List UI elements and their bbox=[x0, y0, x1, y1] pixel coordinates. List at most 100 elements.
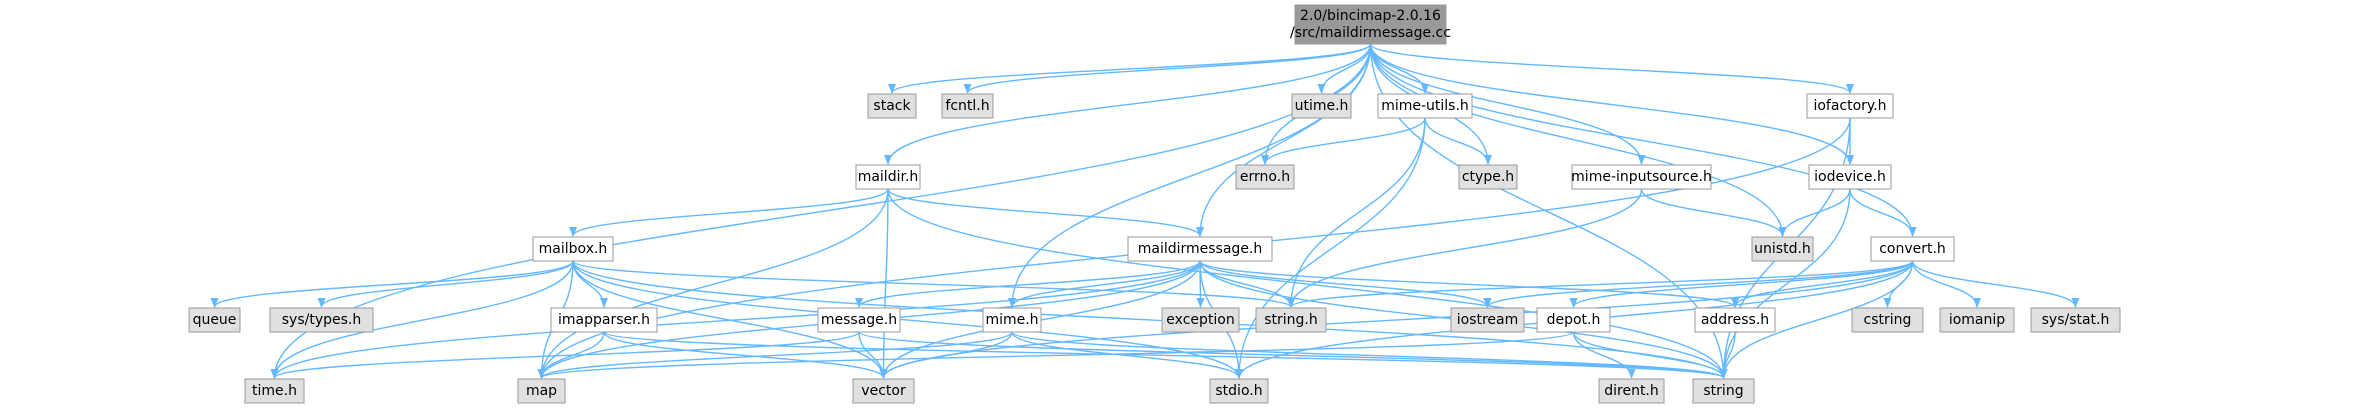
node-imapparser-box[interactable] bbox=[550, 307, 658, 333]
node-mime[interactable]: mime.h bbox=[982, 307, 1042, 333]
node-message-box[interactable] bbox=[817, 307, 901, 333]
node-map-box bbox=[517, 378, 566, 404]
edge-mailbox-to-systypes bbox=[317, 260, 574, 308]
node-iomanip-label-0: iomanip bbox=[1949, 312, 2005, 328]
node-errno-box bbox=[1235, 164, 1295, 190]
node-root[interactable]: 2.0/bincimap-2.0.16/src/maildirmessage.c… bbox=[1290, 4, 1451, 45]
node-iostream: iostream bbox=[1450, 307, 1525, 333]
node-maildir[interactable]: maildir.h bbox=[855, 164, 921, 190]
node-mailbox-box[interactable] bbox=[532, 236, 614, 262]
node-iostream-label-0: iostream bbox=[1457, 312, 1519, 328]
node-imapparser-label-0: imapparser.h bbox=[558, 312, 650, 328]
node-mimeinputsource[interactable]: mime-inputsource.h bbox=[1571, 164, 1712, 190]
node-stack-label-0: stack bbox=[873, 98, 911, 114]
edge-mime-to-stdio bbox=[1011, 331, 1243, 379]
node-timeh-box bbox=[244, 378, 305, 404]
node-maildirmessage[interactable]: maildirmessage.h bbox=[1127, 236, 1273, 262]
edge-mimeinputsource-to-unistd bbox=[1640, 188, 1787, 237]
edge-root-to-iofactory bbox=[1369, 43, 1854, 94]
node-convert-box[interactable] bbox=[1870, 236, 1955, 262]
edge-maildirmessage-to-address bbox=[1199, 260, 1739, 308]
node-convert[interactable]: convert.h bbox=[1870, 236, 1955, 262]
node-utime-label-0: utime.h bbox=[1295, 98, 1349, 114]
node-queue-label-0: queue bbox=[193, 312, 237, 328]
node-maildir-box[interactable] bbox=[855, 164, 921, 190]
node-root-label-1: /src/maildirmessage.cc bbox=[1290, 25, 1451, 41]
edge-address-to-string bbox=[1719, 331, 1736, 379]
nodes-layer: 2.0/bincimap-2.0.16/src/maildirmessage.c… bbox=[188, 4, 2121, 404]
node-errno: errno.h bbox=[1235, 164, 1295, 190]
edge-mime-to-map bbox=[537, 331, 1013, 379]
node-message-label-0: message.h bbox=[821, 312, 897, 328]
edge-mimeutils-to-stringh bbox=[1287, 117, 1426, 308]
node-root-box[interactable] bbox=[1294, 4, 1447, 45]
node-systypes: sys/types.h bbox=[269, 307, 374, 333]
edge-root-to-unistd bbox=[1369, 43, 1787, 237]
node-message[interactable]: message.h bbox=[817, 307, 901, 333]
node-vector-box bbox=[852, 378, 915, 404]
node-iodevice[interactable]: iodevice.h bbox=[1808, 164, 1892, 190]
node-mimeutils[interactable]: mime-utils.h bbox=[1377, 93, 1473, 119]
node-iofactory-label-0: iofactory.h bbox=[1813, 98, 1886, 114]
edge-root-to-mimeinputsource bbox=[1369, 43, 1646, 165]
node-vector: vector bbox=[852, 378, 915, 404]
node-mimeutils-box[interactable] bbox=[1377, 93, 1473, 119]
node-mailbox[interactable]: mailbox.h bbox=[532, 236, 614, 262]
edge-maildirmessage-to-message bbox=[855, 260, 1201, 308]
edge-iodevice-to-convert bbox=[1849, 188, 1917, 237]
edge-iodevice-to-unistd bbox=[1778, 188, 1851, 237]
node-timeh-label-0: time.h bbox=[252, 383, 297, 399]
node-depot-box[interactable] bbox=[1536, 307, 1611, 333]
node-imapparser[interactable]: imapparser.h bbox=[550, 307, 658, 333]
node-vector-label-0: vector bbox=[861, 383, 906, 399]
node-iofactory-box[interactable] bbox=[1806, 93, 1894, 119]
node-address-box[interactable] bbox=[1694, 307, 1776, 333]
node-maildirmessage-box[interactable] bbox=[1127, 236, 1273, 262]
node-maildir-label-0: maildir.h bbox=[858, 169, 919, 185]
edge-imapparser-to-string bbox=[603, 331, 1728, 379]
node-string: string bbox=[1692, 378, 1755, 404]
edge-maildir-to-string bbox=[887, 188, 1728, 379]
node-stack: stack bbox=[867, 93, 917, 119]
edge-root-to-maildir bbox=[884, 43, 1372, 165]
node-maildirmessage-label-0: maildirmessage.h bbox=[1138, 241, 1263, 257]
node-address[interactable]: address.h bbox=[1694, 307, 1776, 333]
node-stringh-label-0: string.h bbox=[1264, 312, 1318, 328]
node-fcntl-label-0: fcntl.h bbox=[945, 98, 989, 114]
edge-mimeutils-to-ctype bbox=[1424, 117, 1492, 165]
node-mime-box[interactable] bbox=[982, 307, 1042, 333]
node-dirent: dirent.h bbox=[1598, 378, 1665, 404]
node-cstring-label-0: cstring bbox=[1864, 312, 1912, 328]
node-mimeinputsource-box[interactable] bbox=[1571, 164, 1712, 190]
node-sysstat: sys/stat.h bbox=[2030, 307, 2121, 333]
node-mime-label-0: mime.h bbox=[985, 312, 1038, 328]
node-map-label-0: map bbox=[526, 383, 557, 399]
node-root-label-0: 2.0/bincimap-2.0.16 bbox=[1300, 8, 1441, 24]
node-iofactory[interactable]: iofactory.h bbox=[1806, 93, 1894, 119]
node-mimeutils-label-0: mime-utils.h bbox=[1381, 98, 1469, 114]
node-depot-label-0: depot.h bbox=[1547, 312, 1601, 328]
node-iodevice-label-0: iodevice.h bbox=[1814, 169, 1886, 185]
node-utime: utime.h bbox=[1291, 93, 1352, 119]
edge-message-to-timeh bbox=[270, 331, 860, 379]
edge-mime-to-string bbox=[1011, 331, 1728, 379]
edge-message-to-string bbox=[858, 331, 1728, 379]
node-stdio-box bbox=[1209, 378, 1269, 404]
node-stdio-label-0: stdio.h bbox=[1215, 383, 1262, 399]
node-sysstat-label-0: sys/stat.h bbox=[2042, 312, 2110, 328]
edge-maildirmessage-to-vector bbox=[879, 260, 1201, 379]
node-iodevice-box[interactable] bbox=[1808, 164, 1892, 190]
edge-root-to-fcntl bbox=[963, 43, 1372, 94]
node-mailbox-label-0: mailbox.h bbox=[539, 241, 608, 257]
edge-convert-to-stringh bbox=[1287, 260, 1914, 308]
node-unistd-label-0: unistd.h bbox=[1754, 241, 1811, 257]
edge-convert-to-string bbox=[1719, 260, 1914, 379]
node-queue: queue bbox=[188, 307, 241, 333]
node-map: map bbox=[517, 378, 566, 404]
edge-depot-to-map bbox=[537, 331, 1575, 379]
edge-mailbox-to-queue bbox=[210, 260, 574, 308]
node-depot[interactable]: depot.h bbox=[1536, 307, 1611, 333]
edge-maildirmessage-to-iostream bbox=[1199, 260, 1492, 308]
